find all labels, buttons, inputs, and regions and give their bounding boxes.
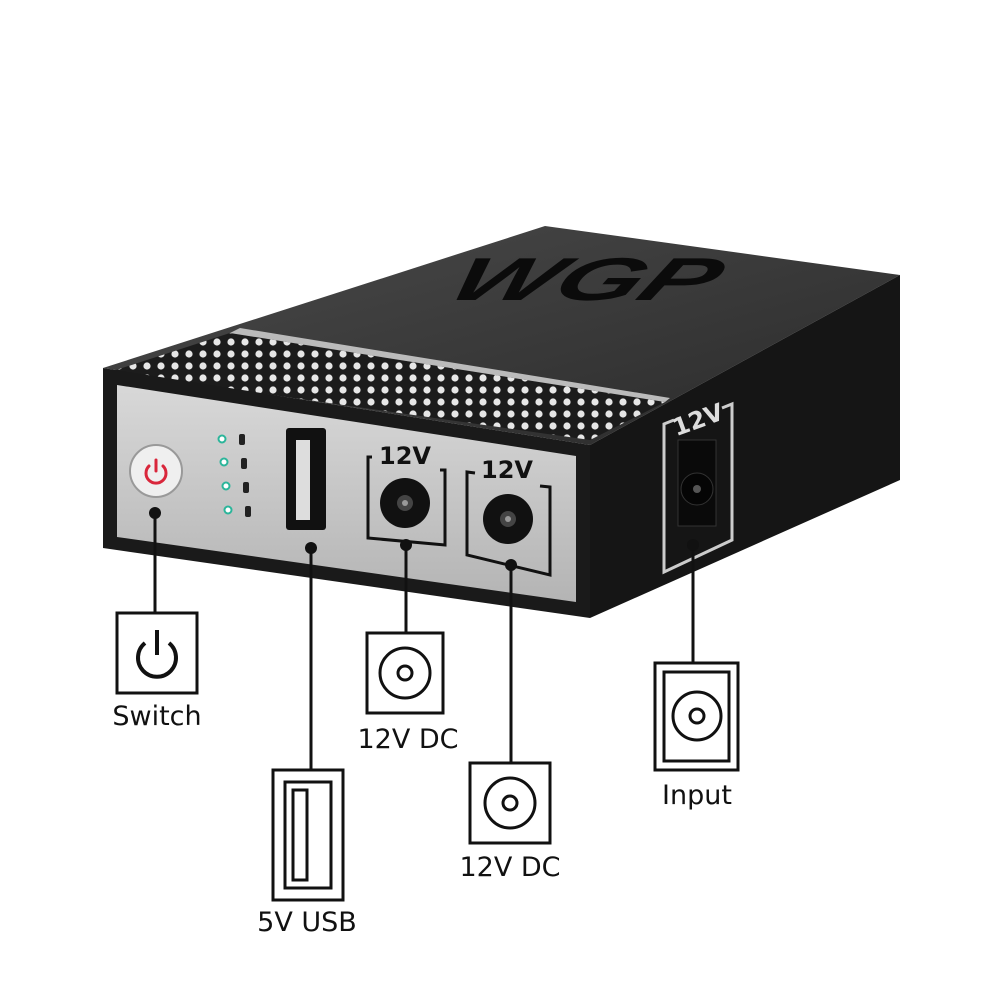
dc-jack-icon — [365, 631, 445, 715]
svg-text:WGP: WGP — [436, 246, 738, 314]
switch-icon — [115, 611, 199, 695]
usb-port — [286, 428, 326, 530]
battery-leds — [217, 434, 251, 517]
dc-jack-icon — [468, 761, 552, 845]
dc2-label: 12V DC — [459, 852, 561, 883]
device-right-face — [590, 275, 900, 618]
input-label: Input — [662, 780, 732, 811]
dc-port-1: 12V — [366, 442, 447, 547]
front-panel — [117, 385, 576, 602]
dc-port-2: 12V — [465, 456, 552, 577]
callout-lines — [153, 513, 695, 770]
dc1-label: 12V DC — [357, 724, 459, 755]
usb-label: 5V USB — [257, 907, 357, 938]
brand-logo: WGP — [436, 246, 738, 314]
power-icon — [144, 458, 168, 485]
dc1-mark: 12V — [379, 442, 431, 470]
input-jack-icon — [653, 661, 740, 772]
dc2-mark: 12V — [481, 456, 533, 484]
usb-icon — [271, 768, 345, 902]
switch-label: Switch — [112, 701, 202, 732]
